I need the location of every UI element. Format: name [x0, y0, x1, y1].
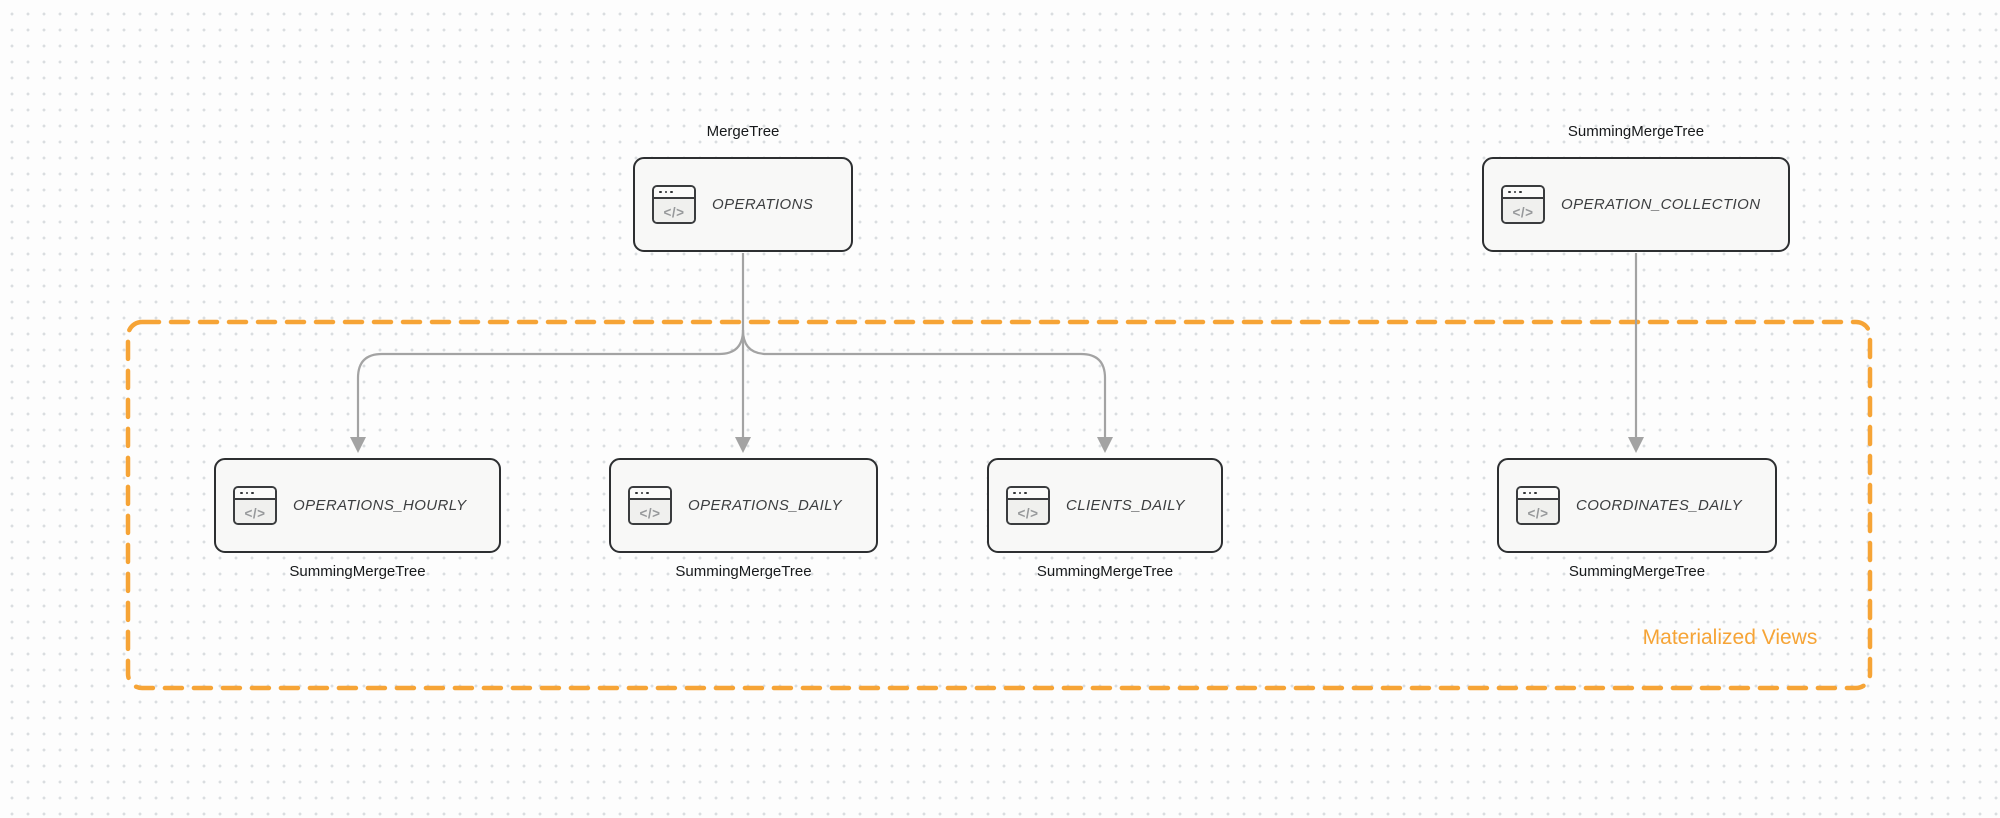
- materialized-views-group-label: Materialized Views: [1642, 626, 1818, 649]
- code-glyph-icon: </>: [1518, 500, 1558, 523]
- window-dots-icon: [654, 187, 694, 199]
- edge-operations-to-operations-hourly: [356, 329, 745, 438]
- engine-label-operations: MergeTree: [706, 123, 780, 140]
- node-coordinates-daily[interactable]: </> COORDINATES_DAILY: [1497, 458, 1777, 553]
- window-dots-icon: [1518, 488, 1558, 500]
- node-title: CLIENTS_DAILY: [1066, 497, 1185, 514]
- edge-operations-to-clients-daily: [741, 329, 1107, 438]
- code-window-icon: </>: [628, 486, 672, 525]
- node-operation-collection[interactable]: </> OPERATION_COLLECTION: [1482, 157, 1790, 252]
- code-glyph-icon: </>: [235, 500, 275, 523]
- window-dots-icon: [630, 488, 670, 500]
- node-clients-daily[interactable]: </> CLIENTS_DAILY: [987, 458, 1223, 553]
- engine-label-clients-daily: SummingMergeTree: [1036, 563, 1174, 580]
- arrowhead-icon: [350, 437, 366, 453]
- code-glyph-icon: </>: [654, 199, 694, 222]
- code-window-icon: </>: [1006, 486, 1050, 525]
- code-window-icon: </>: [652, 185, 696, 224]
- code-glyph-icon: </>: [1503, 199, 1543, 222]
- node-operations[interactable]: </> OPERATIONS: [633, 157, 853, 252]
- engine-label-operation-collection: SummingMergeTree: [1567, 123, 1705, 140]
- node-title: COORDINATES_DAILY: [1576, 497, 1743, 514]
- node-title: OPERATION_COLLECTION: [1561, 196, 1761, 213]
- engine-label-operations-hourly: SummingMergeTree: [289, 563, 426, 580]
- arrowhead-icon: [1097, 437, 1113, 453]
- window-dots-icon: [1503, 187, 1543, 199]
- code-window-icon: </>: [233, 486, 277, 525]
- window-dots-icon: [1008, 488, 1048, 500]
- engine-label-operations-daily: SummingMergeTree: [675, 563, 812, 580]
- arrowhead-icon: [1628, 437, 1644, 453]
- node-title: OPERATIONS_DAILY: [688, 497, 842, 514]
- node-operations-daily[interactable]: </> OPERATIONS_DAILY: [609, 458, 878, 553]
- code-glyph-icon: </>: [1008, 500, 1048, 523]
- window-dots-icon: [235, 488, 275, 500]
- engine-label-coordinates-daily: SummingMergeTree: [1568, 563, 1706, 580]
- node-title: OPERATIONS: [712, 196, 814, 213]
- code-window-icon: </>: [1516, 486, 1560, 525]
- code-glyph-icon: </>: [630, 500, 670, 523]
- node-operations-hourly[interactable]: </> OPERATIONS_HOURLY: [214, 458, 501, 553]
- code-window-icon: </>: [1501, 185, 1545, 224]
- node-title: OPERATIONS_HOURLY: [293, 497, 467, 514]
- arrowhead-icon: [735, 437, 751, 453]
